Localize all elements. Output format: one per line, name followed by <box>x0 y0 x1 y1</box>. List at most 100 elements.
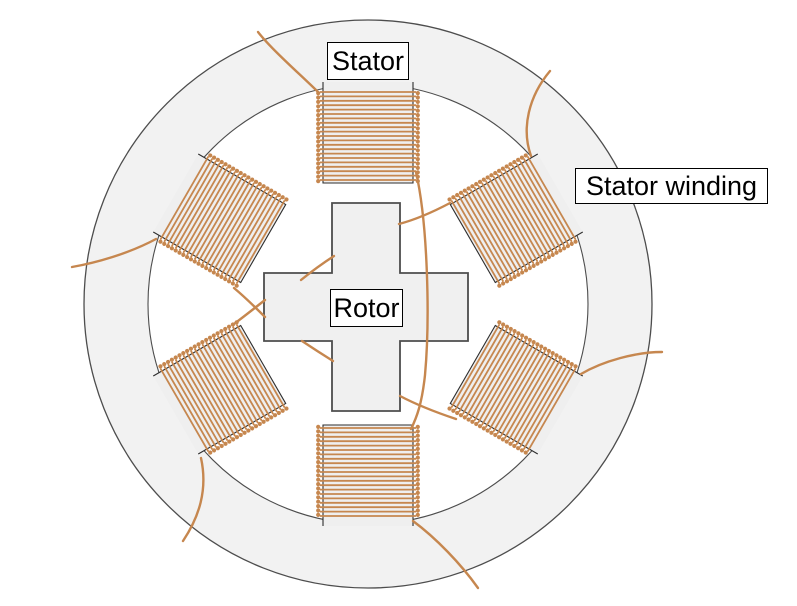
coil-loop-bump <box>477 424 483 429</box>
coil-loop-bump <box>562 357 567 362</box>
winding-wire <box>232 286 267 319</box>
stator-winding-coil <box>158 320 289 455</box>
coil-loop-bump <box>234 283 239 288</box>
coil-loop-bump <box>238 170 243 176</box>
coil-turn <box>511 164 562 249</box>
coil-loop-bump <box>447 406 452 411</box>
coil-loop-bump <box>415 504 420 509</box>
coil-loop-bump <box>508 276 513 282</box>
coil-loop-bump <box>261 419 266 424</box>
coil-loop-bump <box>512 274 517 279</box>
coil-loop-bump <box>542 257 548 262</box>
coil-turn <box>450 323 501 409</box>
coil-turn <box>458 328 508 413</box>
coil-turn <box>205 341 255 426</box>
coil-turn <box>492 348 543 433</box>
coil-loop-bump <box>219 443 224 449</box>
coil-loop-bump <box>554 353 559 358</box>
coil-loop-bump <box>316 95 321 100</box>
coil-loop-bump <box>250 426 255 431</box>
coil-turn <box>462 330 512 415</box>
coil-loop-bump <box>415 108 420 113</box>
coil-loop-bump <box>316 108 321 113</box>
coil-loop-bump <box>316 438 321 443</box>
stator-winding-coil <box>447 153 578 288</box>
coil-loop-bump <box>565 359 571 365</box>
coil-turn <box>469 188 520 274</box>
coil-turn <box>201 343 252 428</box>
coil-loop-bump <box>181 252 186 257</box>
coil-turn <box>496 350 546 435</box>
coil-loop-bump <box>565 243 571 249</box>
coil-loop-bump <box>519 448 525 453</box>
coil-loop-bump <box>316 135 321 140</box>
coil-loop-bump <box>269 415 274 420</box>
coil-loop-bump <box>558 355 563 360</box>
coil-loop-bump <box>569 362 574 367</box>
coil-loop-bump <box>531 263 536 268</box>
stator-pole-group <box>316 82 420 184</box>
coil-turn <box>500 352 550 437</box>
coil-loop-bump <box>223 276 228 282</box>
coil-loop-bump <box>196 342 201 347</box>
coil-loop-bump <box>415 464 420 469</box>
coil-loop-bump <box>316 130 321 135</box>
coil-loop-bump <box>165 359 171 365</box>
coil-turn <box>473 186 524 271</box>
coil-loop-bump <box>185 254 190 260</box>
coil-loop-bump <box>158 239 163 244</box>
coil-loop-bump <box>516 157 521 162</box>
coil-loop-bump <box>269 188 274 193</box>
coil-turn <box>503 169 554 254</box>
coil-turn <box>190 173 240 258</box>
coil-turn <box>473 337 524 422</box>
coil-loop-bump <box>316 504 321 509</box>
coil-loop-bump <box>462 188 467 193</box>
coil-loop-bump <box>535 261 540 266</box>
coil-turn <box>209 184 259 269</box>
coil-turn <box>212 186 263 271</box>
coil-turn <box>503 354 554 439</box>
coil-turn <box>171 361 221 446</box>
coil-turn <box>212 337 263 422</box>
coil-loop-bump <box>415 446 420 451</box>
coil-loop-bump <box>493 432 498 438</box>
coil-loop-bump <box>508 162 513 167</box>
coil-loop-bump <box>523 450 528 455</box>
coil-loop-bump <box>276 410 281 416</box>
coil-loop-bump <box>316 161 321 166</box>
coil-loop-bump <box>162 362 167 367</box>
coil-loop-bump <box>415 486 420 491</box>
coil-turn <box>216 188 267 274</box>
coil-turn <box>209 339 259 424</box>
coil-turn <box>462 193 512 278</box>
coil-turn <box>224 193 274 278</box>
coil-loop-bump <box>173 248 178 253</box>
coil-loop-bump <box>497 320 502 325</box>
coil-turn <box>197 177 248 263</box>
coil-loop-bump <box>415 499 420 504</box>
coil-loop-bump <box>415 95 420 100</box>
coil-turn <box>526 367 577 453</box>
coil-loop-bump <box>474 181 479 187</box>
coil-loop-bump <box>470 184 475 189</box>
coil-loop-bump <box>527 337 532 343</box>
coil-loop-bump <box>455 192 460 198</box>
coil-turn <box>224 330 274 415</box>
coil-loop-bump <box>231 166 236 171</box>
coil-loop-bump <box>558 248 563 253</box>
coil-loop-bump <box>238 432 243 438</box>
coil-loop-bump <box>316 442 321 447</box>
coil-turn <box>186 352 236 437</box>
coil-turn <box>193 175 244 260</box>
coil-loop-bump <box>246 175 251 180</box>
coil-loop-bump <box>415 442 420 447</box>
coil-turn <box>523 158 573 243</box>
coil-loop-bump <box>539 344 544 349</box>
coil-loop-bump <box>520 270 525 275</box>
coil-loop-bump <box>316 174 321 179</box>
coil-loop-bump <box>177 250 182 255</box>
winding-wire <box>300 339 335 363</box>
coil-turn <box>171 162 221 247</box>
